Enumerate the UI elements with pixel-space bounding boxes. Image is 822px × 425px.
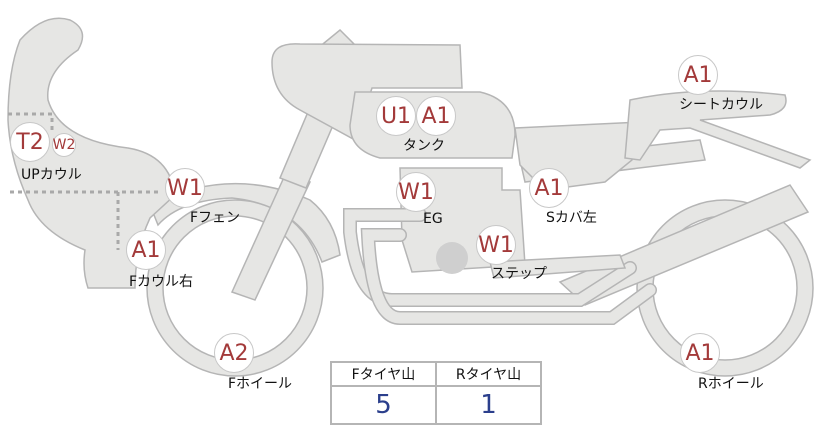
badge-seat-cowl-a1[interactable]: A1	[678, 55, 718, 95]
badge-s-cover-left-a1[interactable]: A1	[529, 168, 569, 208]
badge-r-wheel-a1[interactable]: A1	[680, 333, 720, 373]
seat-cowl-shape[interactable]	[624, 90, 812, 169]
label-r-wheel: Rホイール	[698, 376, 764, 392]
label-f-wheel: Fホイール	[228, 376, 293, 392]
exhaust-pipe-upper-fill	[344, 209, 636, 306]
label-up-cowl: UPカウル	[21, 167, 82, 183]
label-engine: EG	[423, 211, 443, 227]
badge-tank-u1[interactable]: U1	[376, 96, 416, 136]
cowl-dotted-lines	[8, 112, 160, 250]
label-seat-cowl: シートカウル	[679, 97, 763, 113]
badge-tank-a1[interactable]: A1	[416, 96, 456, 136]
badge-up-cowl-t2[interactable]: T2	[10, 122, 50, 162]
f-tire-tread-value[interactable]: 5	[330, 385, 437, 425]
badge-up-cowl-w2[interactable]: W2	[52, 133, 76, 157]
badge-engine-w1[interactable]: W1	[396, 172, 436, 212]
label-tank: タンク	[403, 138, 445, 154]
r-tire-tread-header: Rタイヤ山	[435, 361, 542, 387]
badge-f-wheel-a2[interactable]: A2	[214, 333, 254, 373]
upper-cowl-shape[interactable]	[7, 17, 176, 289]
exhaust-pipe-lower-fill	[362, 229, 656, 324]
step-bar-shape[interactable]	[489, 254, 627, 279]
label-f-fender: Fフェン	[190, 210, 241, 226]
f-tire-tread-header: Fタイヤ山	[330, 361, 437, 387]
r-tire-tread-value[interactable]: 1	[435, 385, 542, 425]
badge-f-fender-w1[interactable]: W1	[165, 168, 205, 208]
badge-f-cowl-right-a1[interactable]: A1	[126, 230, 166, 270]
label-step: ステップ	[491, 266, 547, 282]
tire-tread-table: Fタイヤ山 Rタイヤ山 5 1	[330, 361, 542, 425]
label-s-cover-left: Sカバ左	[546, 210, 597, 226]
label-f-cowl-right: Fカウル右	[129, 274, 194, 290]
badge-step-w1[interactable]: W1	[476, 225, 516, 265]
